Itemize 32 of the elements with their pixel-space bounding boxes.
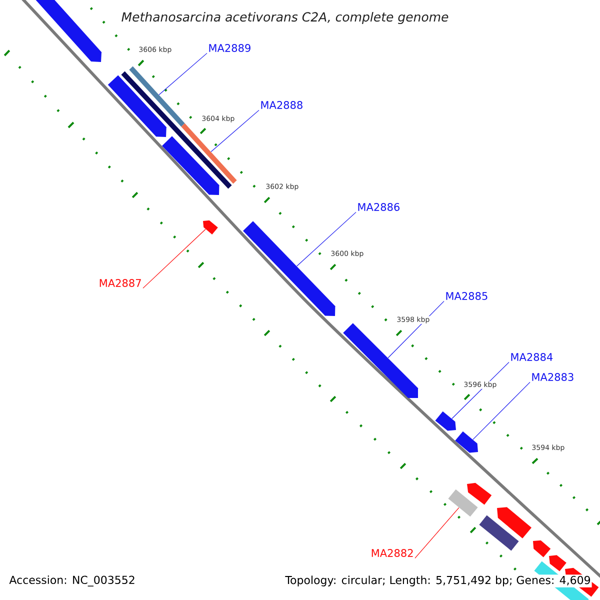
leader-line xyxy=(296,212,356,266)
gene-block xyxy=(343,323,418,398)
gene-block xyxy=(533,540,551,558)
gene-bar xyxy=(129,66,185,127)
gene-block xyxy=(162,136,220,195)
gene-label: MA2885 xyxy=(446,292,488,300)
leader-line xyxy=(414,507,460,558)
gene-label: MA2882 xyxy=(372,549,413,557)
gene-label: MA2886 xyxy=(358,203,400,211)
title: Methanosarcina acetivorans C2A, complete genome xyxy=(122,12,448,24)
leader-line xyxy=(210,110,260,152)
gene-label: MA2888 xyxy=(261,101,302,109)
gene-block xyxy=(467,482,492,505)
gene-block xyxy=(549,555,566,572)
leader-line xyxy=(472,382,530,440)
footer-text: Accession: NC_003552 xyxy=(9,576,134,586)
gene-label: MA2884 xyxy=(511,353,553,361)
footer-text: Topology: circular; Length: 5,751,492 bp; Genes: 4,609 xyxy=(284,574,592,588)
leader-line xyxy=(388,300,444,358)
gene-block xyxy=(435,411,456,431)
gene-bar xyxy=(448,489,478,517)
gene-block xyxy=(497,507,532,538)
gene-block xyxy=(108,75,166,137)
gene-bar xyxy=(181,123,237,184)
gene-label: MA2889 xyxy=(209,44,250,52)
gene-bar xyxy=(479,515,519,551)
leader-line xyxy=(142,228,206,288)
gene-block xyxy=(203,220,218,234)
gene-label: MA2883 xyxy=(532,373,574,381)
gene-block xyxy=(455,431,478,453)
leader-line xyxy=(158,52,208,96)
gene-label: MA2887 xyxy=(100,279,141,287)
